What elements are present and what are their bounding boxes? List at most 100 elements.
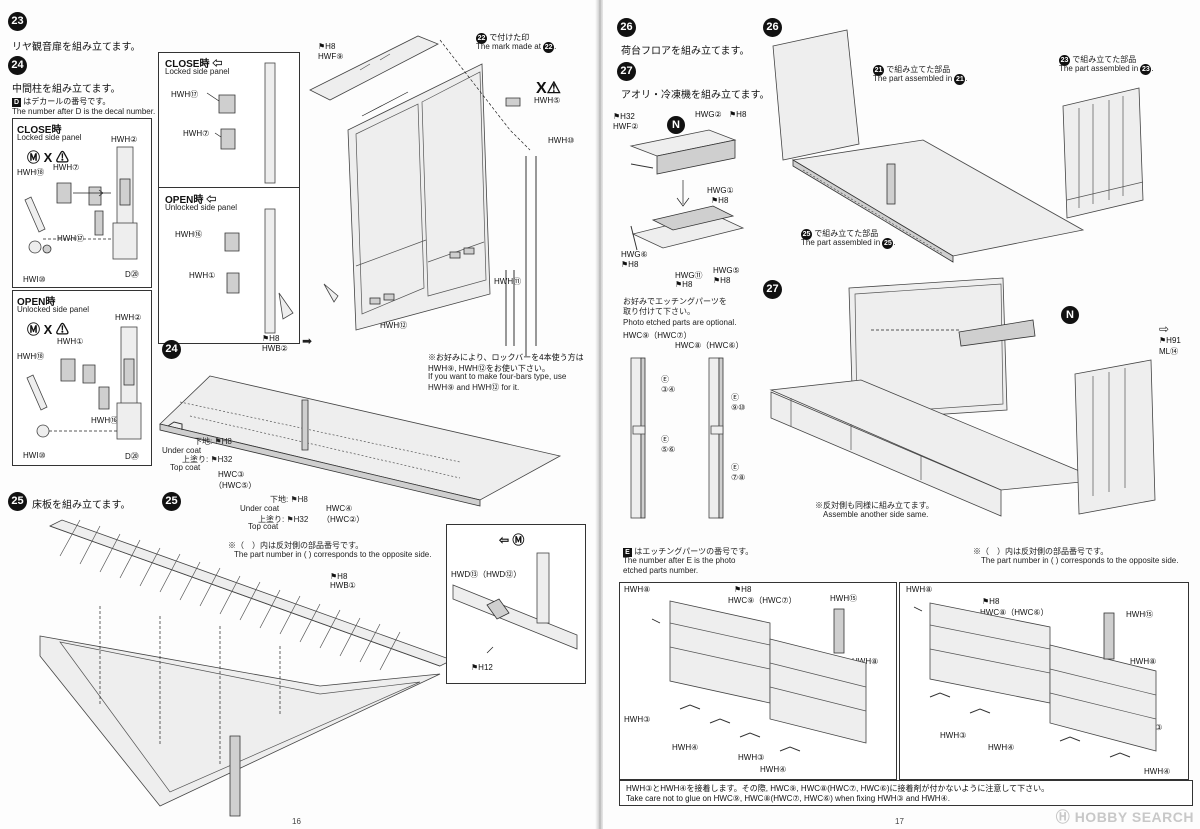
part-label: HWH①	[189, 271, 216, 280]
part-label: ⚑H8	[621, 260, 639, 269]
topcoat-en-left: Top coat	[170, 463, 201, 472]
topcoat-left: 上塗り: ⚑H32	[182, 455, 233, 464]
part-label: HWC⑨（HWC⑦）	[728, 596, 797, 605]
part23-note: 23 で組み立てた部品	[1059, 55, 1137, 66]
part-label: HWC⑨（HWC⑦）	[623, 331, 692, 340]
part23-note-en: The part assembled in 23.	[1059, 64, 1154, 75]
etch-optional-en: Photo etched parts are optional.	[623, 318, 737, 327]
part-label: HWH②	[115, 313, 142, 322]
step-26-title: 荷台フロアを組み立てます。	[621, 46, 750, 57]
part21-note-en: The part assembled in 21.	[873, 74, 968, 85]
part-label: ⚑H8	[982, 597, 1000, 606]
part-label: HWC③	[218, 470, 245, 479]
topcoat-en-right: Top coat	[248, 522, 279, 531]
body-assembly-drawing	[769, 277, 1156, 517]
page-number-17: 17	[895, 817, 904, 826]
part-label: HWH⑮	[1126, 610, 1154, 619]
open-title-en: Unlocked side panel	[165, 203, 238, 212]
glue-warning-en: Take care not to glue on HWC⑨, HWC⑧(HWC⑦…	[626, 794, 950, 803]
part-label: HWB②	[262, 344, 288, 353]
step25-detail-box: ⇦ Ⓜ HWD⑬（HWD⑫） ⚑H12	[446, 524, 586, 684]
book-gutter	[595, 0, 605, 829]
side-gate-etch-drawing	[630, 357, 724, 519]
step-23-title: リヤ観音扉を組み立てます。	[12, 42, 141, 53]
part-label: HWH⑱	[17, 168, 45, 177]
part-label: HWD⑬（HWD⑫）	[451, 570, 522, 579]
close-title-en: Locked side panel	[17, 133, 82, 142]
etch-optional-jp1: お好みでエッチングパーツを	[623, 297, 727, 306]
arrow-right-icon: ⇨	[1159, 322, 1170, 336]
part-label: HWH⑧	[906, 585, 933, 594]
part-label: ⚑H8	[734, 585, 752, 594]
step-27-badge-b: 27	[763, 280, 782, 299]
paint-marker-icon: Ⓜ X ⚠	[27, 150, 69, 165]
undercoat-left: 下地: ⚑H8	[194, 437, 232, 446]
part-label: ⚑H8	[729, 110, 747, 119]
part-label: ⚑H8	[713, 276, 731, 285]
paint-marker-icon: Ⓜ X ⚠	[27, 322, 69, 337]
page-number-16: 16	[292, 817, 301, 826]
hinge-detail-drawing	[452, 552, 578, 654]
mark-note: 22 で付けた印	[476, 33, 530, 44]
part-label: HWH④	[1144, 767, 1171, 776]
open-title-en: Unlocked side panel	[17, 305, 90, 314]
part-label: HWH⑦	[183, 129, 210, 138]
part-label: HWH④	[988, 743, 1015, 752]
part-label: HWH①	[57, 337, 84, 346]
step-26-badge-b: 26	[763, 18, 782, 37]
four-bar-note: ※お好みにより、ロックバーを4本使う方は HWH⑨, HWH⑫をお使い下さい。	[428, 353, 584, 373]
opposite-note-en: The part number in ( ) corresponds to th…	[981, 556, 1179, 565]
step-23-badge: 23	[8, 12, 27, 31]
part-label: ⚑H8	[262, 334, 280, 343]
part-label: D⑳	[125, 270, 139, 279]
step24-close-box: CLOSE時 Locked side panel Ⓜ X ⚠ HWH② HWH⑱…	[12, 118, 152, 288]
manual-page-17: 26 荷台フロアを組み立てます。 27 アオリ・冷凍機を組み立てます。 ⚑H32…	[603, 0, 1200, 829]
step-24-badge-b: 24	[162, 340, 181, 359]
step24-open-box: OPEN時 Unlocked side panel Ⓜ X ⚠ HWH② HWH…	[12, 290, 152, 466]
opposite-note: ※（ ）内は反対側の部品番号です。	[973, 547, 1109, 556]
part-label: HWH⑫	[380, 321, 408, 330]
gate-detail-left: HWH⑧ ⚑H8 HWC⑨（HWC⑦） HWH⑮ HWH⑧ HWH③ HWH④ …	[619, 582, 897, 780]
part-label: D⑳	[125, 452, 139, 461]
glue-warning-note: HWH③とHWH④を接着します。その際, HWC⑨, HWC⑧(HWC⑦, HW…	[619, 780, 1193, 806]
no-paint-icon: X⚠	[536, 80, 562, 97]
part-label: ⚑H8	[711, 196, 729, 205]
step-25-title: 床板を組み立てます。	[32, 500, 131, 511]
other-side-note-en: Assemble another side same.	[823, 510, 929, 519]
side-rail-drawing	[159, 375, 562, 507]
decal-note-en: The number after D is the decal number.	[12, 107, 156, 116]
part-label: HWH⑯	[91, 416, 119, 425]
step-25-badge-b: 25	[162, 492, 181, 511]
part-label: HWI⑩	[23, 275, 46, 284]
part-label: HWH⑧	[1130, 657, 1157, 666]
part-label: HWH⑯	[175, 230, 203, 239]
close-title: CLOSE時	[17, 125, 62, 136]
part-label: HWH③	[940, 731, 967, 740]
part-label: HWH⑧	[852, 657, 879, 666]
topcoat-right: 上塗り: ⚑H32	[258, 515, 309, 524]
part-label: HWH④	[672, 743, 699, 752]
part-label: HWC⑧（HWC⑥）	[675, 341, 744, 350]
floor-assembly-drawing	[772, 29, 1144, 263]
part21-note: 21 で組み立てた部品	[873, 65, 951, 76]
part25-note-en: The part assembled in 25.	[801, 238, 896, 249]
part-label: HWH②	[111, 135, 138, 144]
part-label: HWG⑥	[621, 250, 648, 259]
part-label: HWH③	[738, 753, 765, 762]
part-label: ⚑H8	[318, 42, 336, 51]
manual-page-16: 23 リヤ観音扉を組み立てます。 24 中間柱を組み立てます。 D はデカールの…	[0, 0, 597, 829]
part-label: HWH⑧	[624, 585, 651, 594]
part-label: HWH⑪	[494, 277, 522, 286]
close-title: CLOSE時 ⇦	[165, 59, 223, 70]
four-bar-note-en2: HWH⑨ and HWH⑫ for it.	[428, 383, 520, 392]
etch-note-en1: The number after E is the photo	[623, 556, 736, 565]
step23-lock-detail-box: CLOSE時 ⇦ Locked side panel HWH⑰ HWH⑦ OPE…	[158, 52, 300, 344]
part-label: HWH⑱	[17, 352, 45, 361]
part-label: HWI⑩	[23, 451, 46, 460]
part-label: HWC⑧（HWC⑥）	[980, 608, 1049, 617]
four-bar-note-en1: If you want to make four-bars type, use	[428, 372, 567, 381]
part-label: HWH④	[760, 765, 787, 774]
part-label: HWH⑤	[534, 96, 561, 105]
